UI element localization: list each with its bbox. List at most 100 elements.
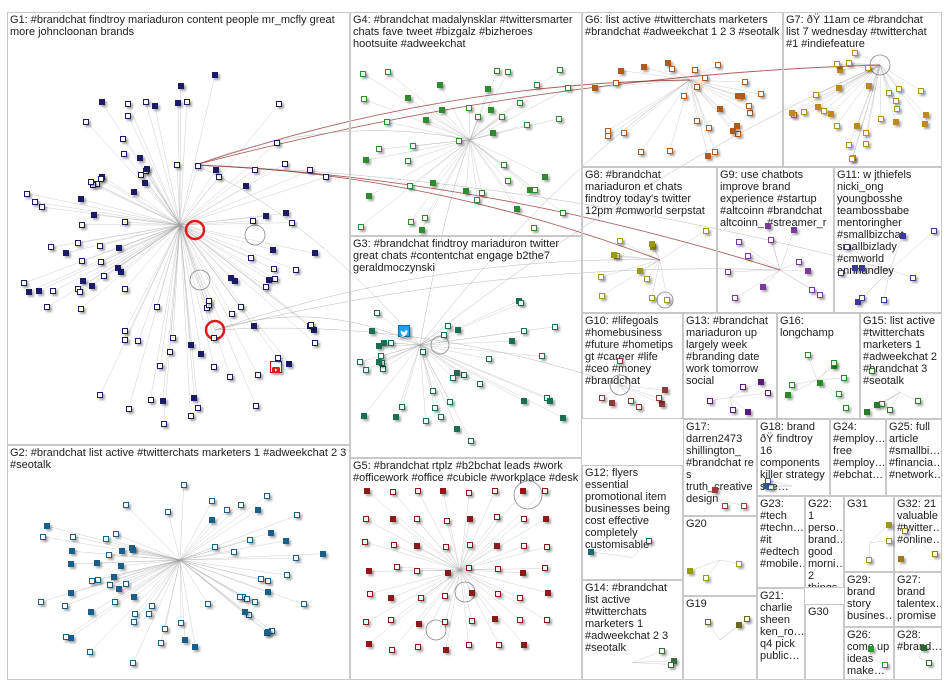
graph-node[interactable] [841,374,848,381]
graph-node[interactable] [95,576,102,583]
graph-node[interactable] [389,647,395,653]
graph-node[interactable] [117,269,124,276]
graph-node[interactable] [524,121,531,128]
graph-node[interactable] [846,142,852,149]
graph-node[interactable] [560,210,567,216]
graph-node[interactable] [77,196,84,203]
graph-node[interactable] [243,595,250,602]
group-box-g4[interactable]: G4: #brandchat madalynsklar #twittersmar… [350,12,582,236]
graph-node[interactable] [867,646,874,653]
graph-node[interactable] [474,197,481,204]
graph-node[interactable] [450,374,457,381]
graph-node[interactable] [357,223,364,230]
graph-node[interactable] [542,565,548,572]
group-box-g19[interactable]: G19 [683,596,757,680]
graph-node[interactable] [253,402,259,409]
graph-node[interactable] [852,49,859,56]
graph-node[interactable] [80,277,87,284]
graph-node[interactable] [130,659,137,666]
graph-node[interactable] [617,238,623,245]
graph-node[interactable] [211,335,218,342]
graph-node[interactable] [123,502,129,509]
graph-node[interactable] [641,64,647,71]
graph-node[interactable] [921,120,928,127]
graph-node[interactable] [712,149,719,156]
graph-node[interactable] [144,165,151,172]
graph-node[interactable] [542,515,549,522]
graph-node[interactable] [895,86,902,92]
group-box-g5[interactable]: G5: #brandchat rtplz #b2bchat leads #wor… [350,458,582,680]
graph-node[interactable] [543,617,550,624]
graph-node[interactable] [415,643,422,650]
graph-node[interactable] [505,178,512,184]
hub-ring[interactable] [513,480,543,510]
graph-node[interactable] [89,577,96,584]
graph-node[interactable] [491,616,498,623]
graph-node[interactable] [130,547,137,554]
graph-node[interactable] [795,258,802,265]
graph-node[interactable] [627,398,634,404]
graph-node[interactable] [388,617,395,624]
graph-node[interactable] [605,132,612,139]
graph-node[interactable] [300,601,307,608]
graph-node[interactable] [649,241,656,247]
group-box-g22[interactable]: G22: 1 perso… brand… good morni… 2 thing… [805,496,844,588]
graph-node[interactable] [160,420,167,427]
graph-node[interactable] [357,359,363,366]
graph-node[interactable] [521,327,528,334]
graph-node[interactable] [886,90,893,97]
graph-node[interactable] [363,366,370,373]
graph-node[interactable] [422,417,429,424]
graph-node[interactable] [664,59,671,66]
graph-node[interactable] [153,303,160,310]
graph-node[interactable] [886,537,893,544]
graph-node[interactable] [655,395,662,402]
graph-node[interactable] [703,575,710,582]
graph-node[interactable] [175,100,181,107]
graph-node[interactable] [490,130,497,137]
group-box-g26[interactable]: G26: come up ideas make… [844,627,894,680]
graph-node[interactable] [588,548,594,555]
graph-node[interactable] [869,367,876,374]
graph-node[interactable] [667,661,674,668]
graph-node[interactable] [187,412,194,419]
graph-node[interactable] [691,67,698,74]
graph-node[interactable] [597,274,604,281]
graph-node[interactable] [547,397,554,404]
graph-node[interactable] [121,327,128,334]
graph-node[interactable] [38,598,45,605]
graph-node[interactable] [78,305,84,312]
graph-node[interactable] [443,543,450,550]
graph-node[interactable] [704,619,711,626]
graph-node[interactable] [845,60,852,66]
graph-node[interactable] [271,275,278,282]
graph-node[interactable] [659,401,666,408]
graph-node[interactable] [532,186,539,193]
graph-node[interactable] [67,634,74,641]
graph-node[interactable] [120,135,127,142]
graph-node[interactable] [734,123,741,130]
graph-node[interactable] [211,364,218,370]
graph-node[interactable] [552,323,559,330]
graph-node[interactable] [212,543,218,550]
graph-node[interactable] [270,246,277,253]
graph-node[interactable] [266,276,273,283]
graph-node[interactable] [789,381,796,388]
graph-node[interactable] [410,142,417,149]
graph-node[interactable] [274,355,281,362]
graph-node[interactable] [161,626,168,633]
graph-node[interactable] [467,437,474,444]
graph-node[interactable] [237,593,244,600]
graph-node[interactable] [212,72,219,78]
graph-node[interactable] [231,548,238,555]
graph-node[interactable] [863,129,870,136]
graph-node[interactable] [878,115,884,122]
graph-node[interactable] [97,259,104,265]
graph-node[interactable] [178,620,185,627]
graph-node[interactable] [501,162,508,169]
graph-node[interactable] [264,589,271,596]
graph-node[interactable] [866,82,873,89]
graph-node[interactable] [746,109,753,116]
graph-node[interactable] [702,75,709,81]
group-box-g3[interactable]: G3: #brandchat findtroy mariaduron twitt… [350,236,582,458]
